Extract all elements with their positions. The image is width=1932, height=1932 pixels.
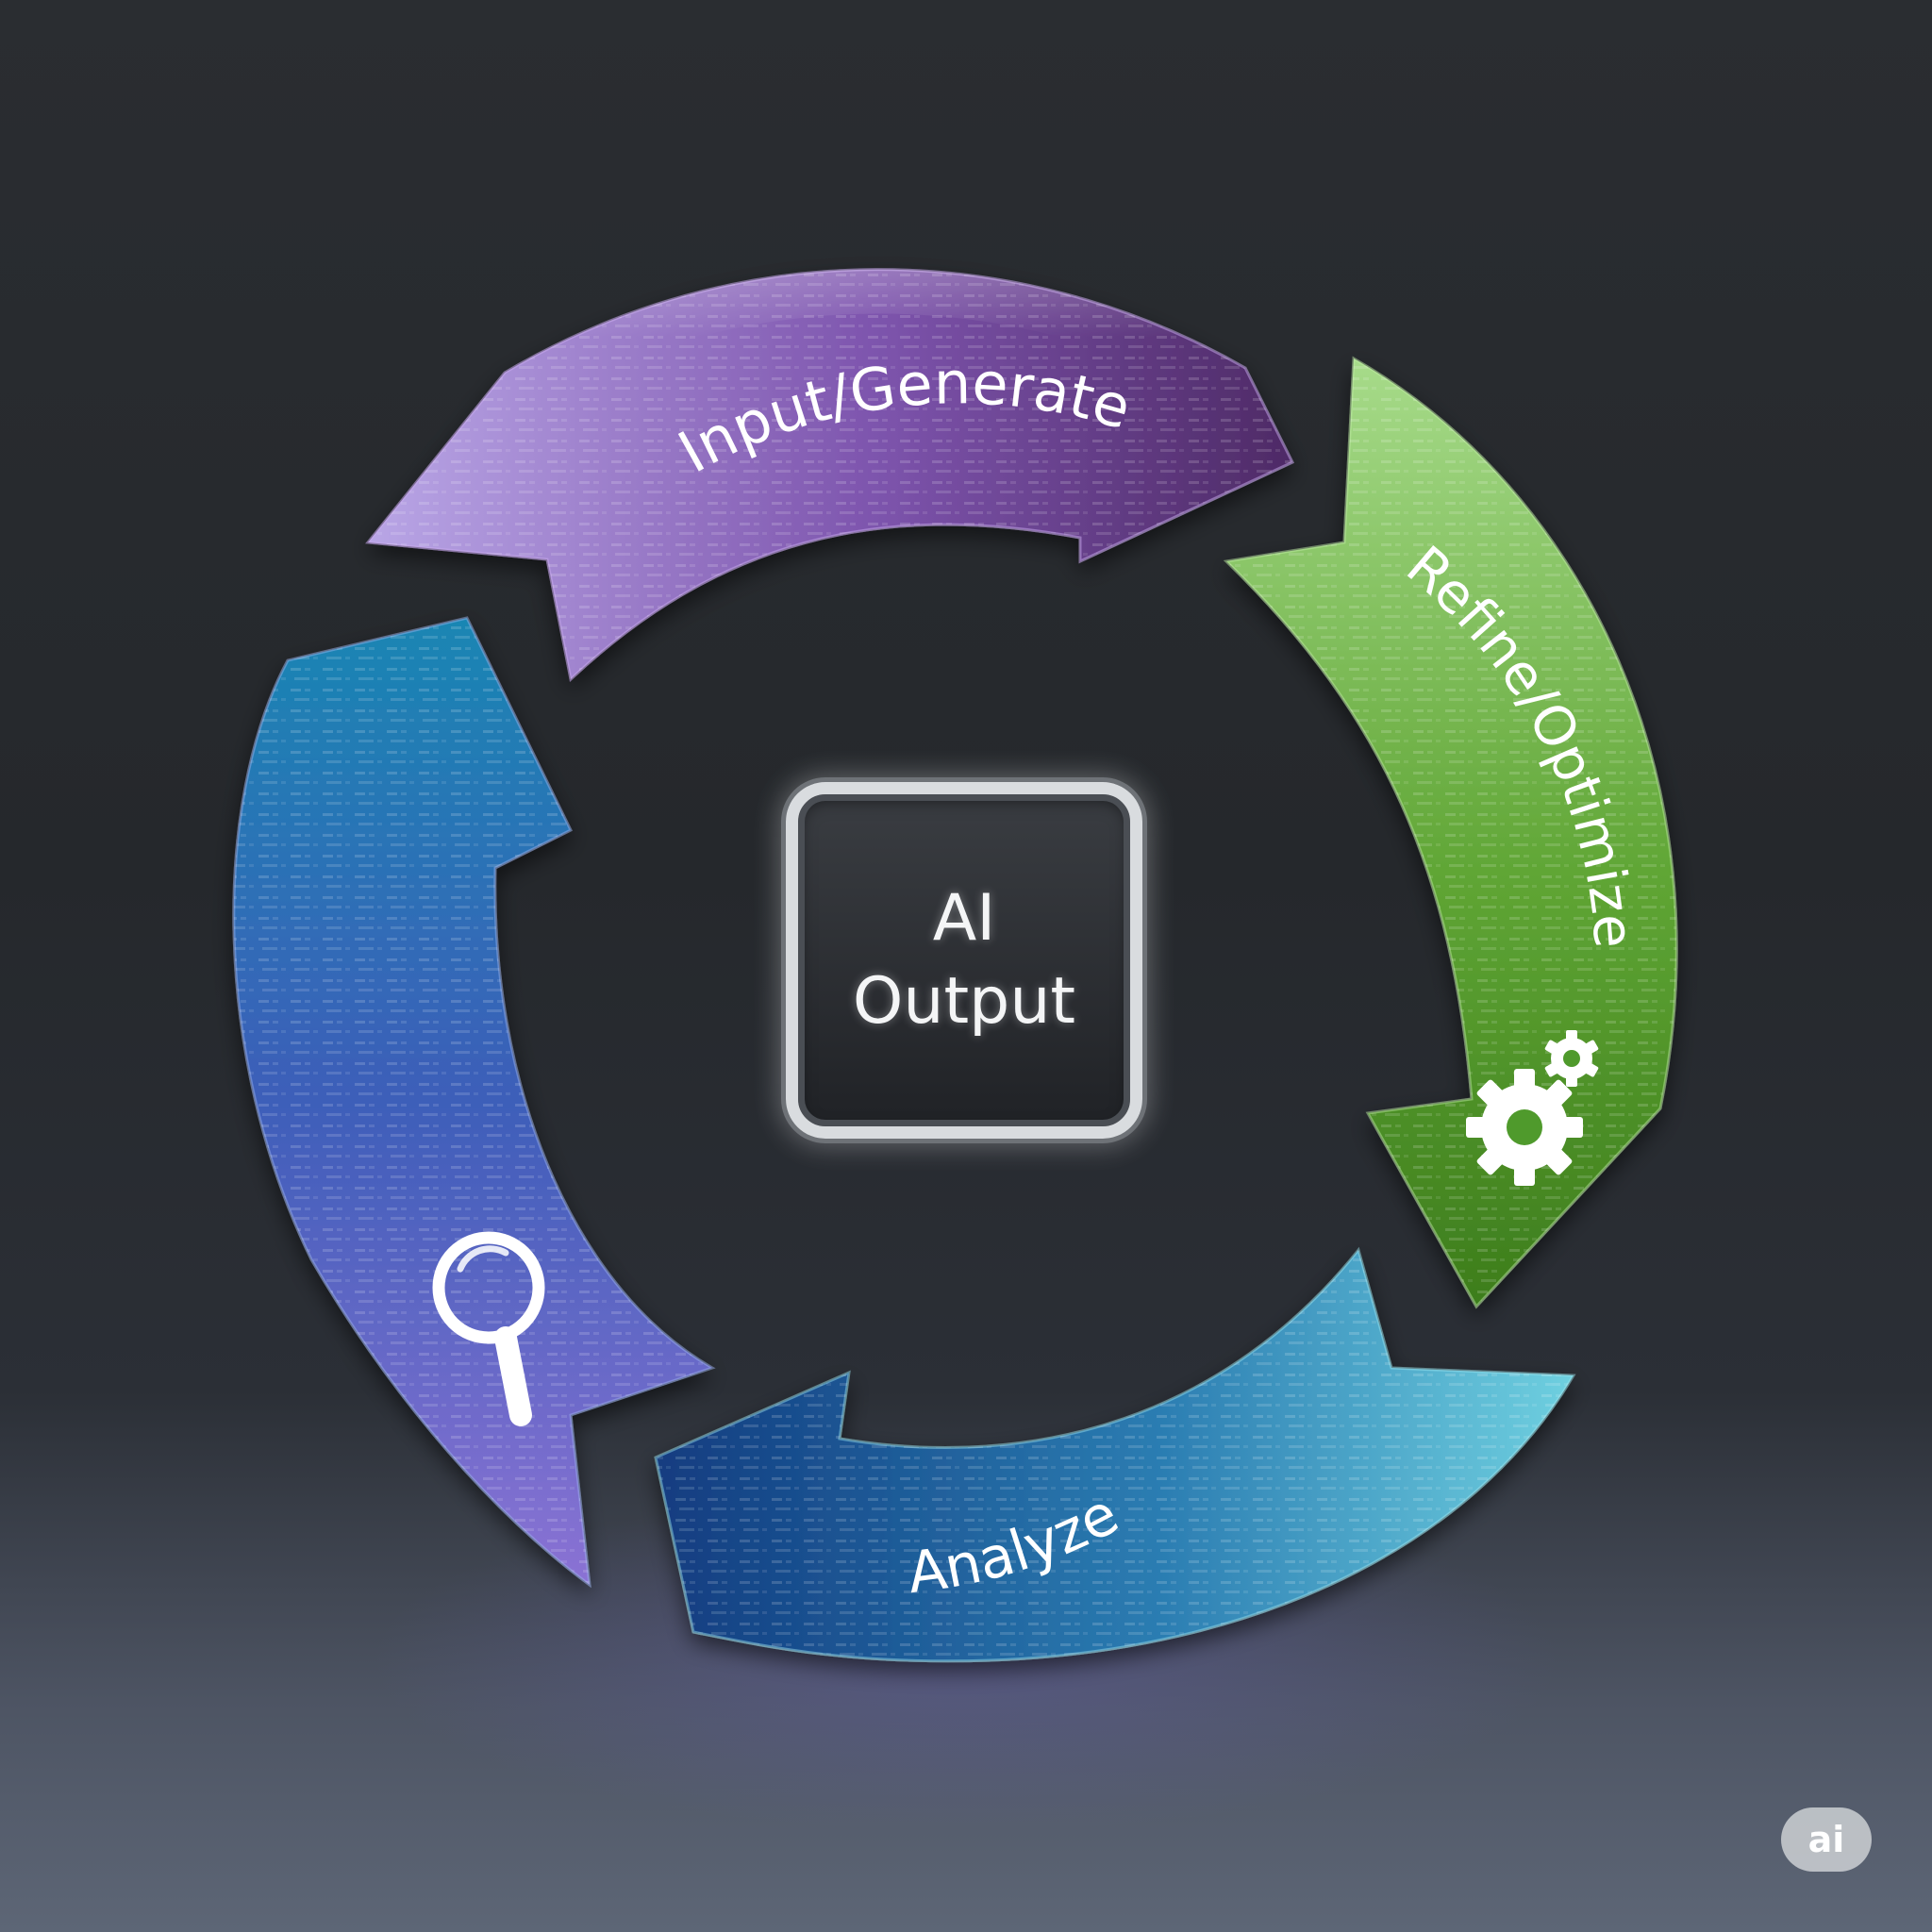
center-title-line2: Output	[852, 964, 1076, 1039]
magnifier-icon	[432, 1231, 545, 1426]
center-title-line1: AI	[932, 881, 996, 956]
ai-output-box: AI Output	[786, 782, 1142, 1139]
gears-icon	[1466, 1030, 1599, 1186]
ai-badge-text: ai	[1807, 1819, 1845, 1860]
analyze-arrow	[654, 1246, 1576, 1663]
input-generate-arrow	[365, 268, 1295, 682]
ai-badge: ai	[1781, 1807, 1872, 1872]
search-arrow	[232, 616, 716, 1589]
